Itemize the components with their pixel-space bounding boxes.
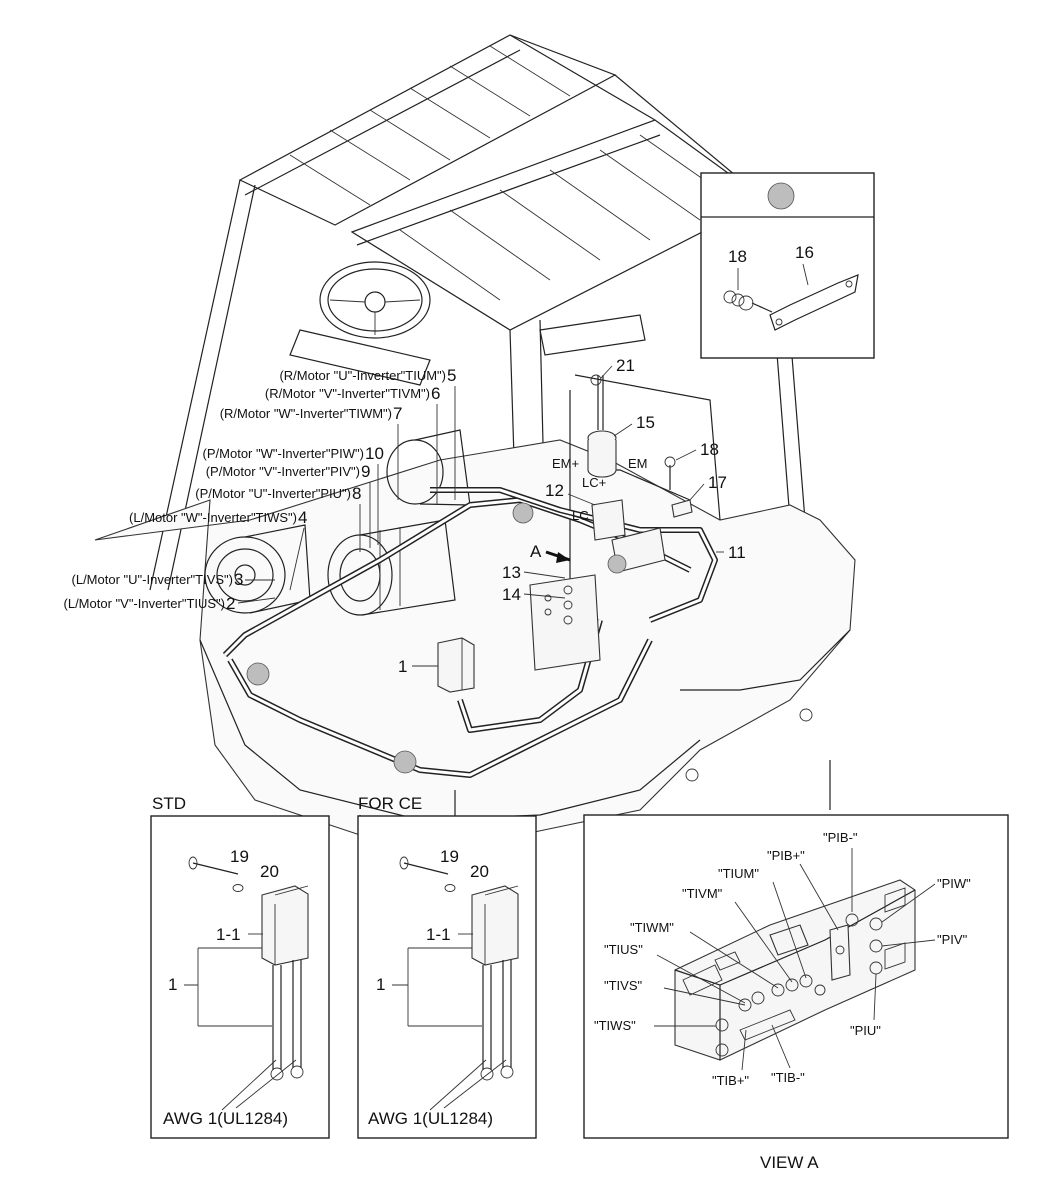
- callout-number-8: 8: [352, 484, 361, 503]
- label-tius: "TIUS": [604, 942, 643, 957]
- std-part-number-19: 19: [230, 847, 249, 866]
- ce-part-number-19: 19: [440, 847, 459, 866]
- ce-panel: FOR CE 19 20 1-1 1 AWG 1(UL1284): [357, 794, 537, 1139]
- callout-label-7: (R/Motor "W"-Inverter"TIWM"): [220, 406, 392, 421]
- callout-label-6: (R/Motor "V"-Inverter"TIVM"): [265, 386, 430, 401]
- label-tivm: "TIVM": [682, 886, 723, 901]
- std-panel-title: STD: [152, 794, 186, 813]
- truck-illustration: [94, 34, 856, 836]
- callout-label-10: (P/Motor "W"-Inverter"PIW"): [203, 446, 364, 461]
- callout-label-4: (L/Motor "W"-Inverter"TIWS"): [129, 510, 297, 525]
- label-tiwm: "TIWM": [630, 920, 674, 935]
- view-a-panel: VIEW A "PIB+" "PIB-" "TIUM": [583, 814, 1009, 1172]
- part-number-17: 17: [708, 473, 727, 492]
- std-part-number-20: 20: [260, 862, 279, 881]
- part-number-11: 11: [728, 543, 746, 562]
- label-pib-minus: "PIB-": [823, 830, 858, 845]
- part-number-18-main: 18: [700, 440, 719, 459]
- terminal-em-plus: EM+: [552, 456, 579, 471]
- callout-number-6: 6: [431, 384, 440, 403]
- inverter: [529, 574, 601, 671]
- terminal-lc-plus: LC+: [582, 475, 606, 490]
- part-number-12: 12: [545, 481, 564, 500]
- grommets: [246, 502, 627, 774]
- std-part-number-1-1: 1-1: [216, 925, 241, 944]
- callout-label-2: (L/Motor "V"-Inverter"TIUS"): [64, 596, 225, 611]
- label-tib-plus: "TIB+": [712, 1073, 749, 1088]
- view-a-marker: A: [530, 542, 542, 561]
- terminal-lc: LC: [572, 508, 589, 523]
- terminal-em: EM: [628, 456, 648, 471]
- part-number-21: 21: [616, 356, 635, 375]
- ce-awg-label: AWG 1(UL1284): [368, 1109, 493, 1128]
- callout-number-3: 3: [234, 570, 243, 589]
- callout-label-8: (P/Motor "U"-Inverter"PIU"): [195, 486, 351, 501]
- reference-disc: [767, 182, 795, 210]
- callout-label-5: (R/Motor "U"-Inverter"TIUM"): [279, 368, 446, 383]
- std-part-number-1: 1: [168, 975, 177, 994]
- part-number-14: 14: [502, 585, 521, 604]
- label-piu: "PIU": [850, 1023, 881, 1038]
- label-piv: "PIV": [937, 932, 968, 947]
- std-awg-label: AWG 1(UL1284): [163, 1109, 288, 1128]
- chassis-body: [94, 374, 856, 836]
- view-a-title: VIEW A: [760, 1153, 819, 1172]
- steering-wheel: [289, 261, 431, 386]
- detail-part-number-18: 18: [728, 247, 747, 266]
- right-motor: [386, 429, 471, 506]
- horn-component: [587, 374, 693, 518]
- label-tium: "TIUM": [718, 866, 759, 881]
- callout-number-10: 10: [365, 444, 384, 463]
- part-number-1: 1: [398, 657, 407, 676]
- left-motor: [204, 524, 311, 614]
- detail-part-number-16: 16: [795, 243, 814, 262]
- label-tivs: "TIVS": [604, 978, 643, 993]
- callout-label-9: (P/Motor "V"-Inverter"PIV"): [206, 464, 360, 479]
- callout-number-4: 4: [298, 508, 307, 527]
- ce-part-number-1-1: 1-1: [426, 925, 451, 944]
- label-pib-plus: "PIB+": [767, 848, 805, 863]
- label-piw: "PIW": [937, 876, 971, 891]
- callout-number-7: 7: [393, 404, 402, 423]
- ce-part-number-1: 1: [376, 975, 385, 994]
- main-callouts: (R/Motor "U"-Inverter"TIUM") 5 (R/Motor …: [64, 356, 746, 676]
- part-number-13: 13: [502, 563, 521, 582]
- std-panel: STD 19 20 1-1 1 AWG 1(UL1284): [150, 794, 330, 1139]
- ce-part-number-20: 20: [470, 862, 489, 881]
- callout-number-9: 9: [361, 462, 370, 481]
- label-tib-minus: "TIB-": [771, 1070, 805, 1085]
- ce-panel-title: FOR CE: [358, 794, 422, 813]
- part-number-15: 15: [636, 413, 655, 432]
- battery-connector: [437, 637, 475, 693]
- callout-number-2: 2: [226, 594, 235, 613]
- callout-number-5: 5: [447, 366, 456, 385]
- label-tiws: "TIWS": [594, 1018, 636, 1033]
- clamp-detail-box: 18 16: [700, 172, 875, 359]
- callout-label-3: (L/Motor "U"-Inverter"TIVS"): [72, 572, 233, 587]
